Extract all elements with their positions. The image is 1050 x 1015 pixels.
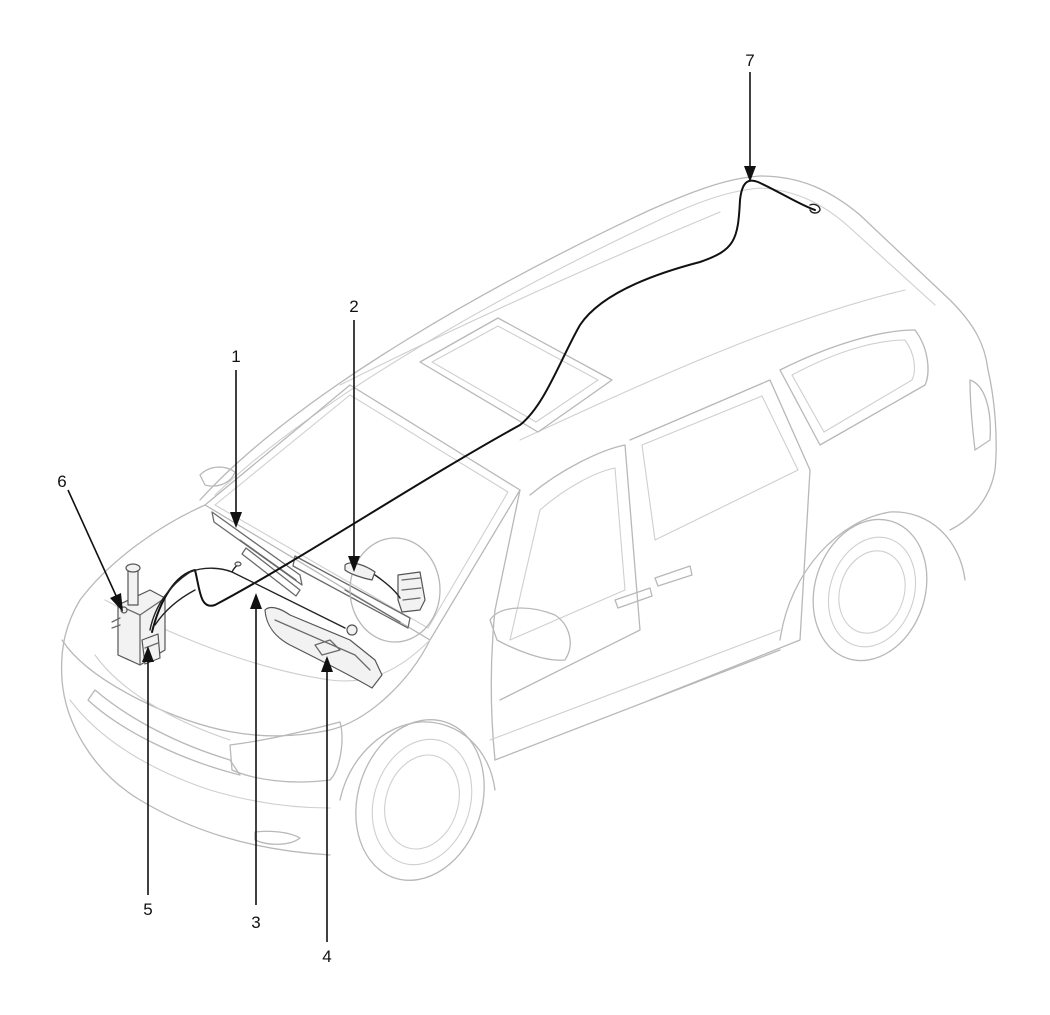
callout-label-6: 6 — [57, 472, 66, 491]
callout-label-5: 5 — [143, 900, 152, 919]
rear-washer-hose — [151, 179, 816, 633]
callout-label-4: 4 — [322, 947, 331, 966]
callout-label-3: 3 — [251, 913, 260, 932]
callout-1: 1 — [230, 347, 242, 528]
front-wiper-arm-blade — [211, 511, 303, 597]
callout-label-2: 2 — [349, 297, 358, 316]
callout-3: 3 — [250, 593, 262, 932]
callout-2: 2 — [348, 297, 360, 572]
vehicle-body — [60, 175, 997, 881]
callout-label-1: 1 — [231, 347, 240, 366]
callout-6: 6 — [57, 472, 123, 612]
callout-4: 4 — [321, 656, 333, 966]
washer-hoses — [149, 179, 821, 633]
front-washer-hose — [149, 567, 346, 631]
callout-5: 5 — [142, 646, 154, 919]
cowl-top-cover — [264, 606, 383, 689]
callout-label-7: 7 — [745, 51, 754, 70]
callout-7: 7 — [744, 51, 756, 182]
